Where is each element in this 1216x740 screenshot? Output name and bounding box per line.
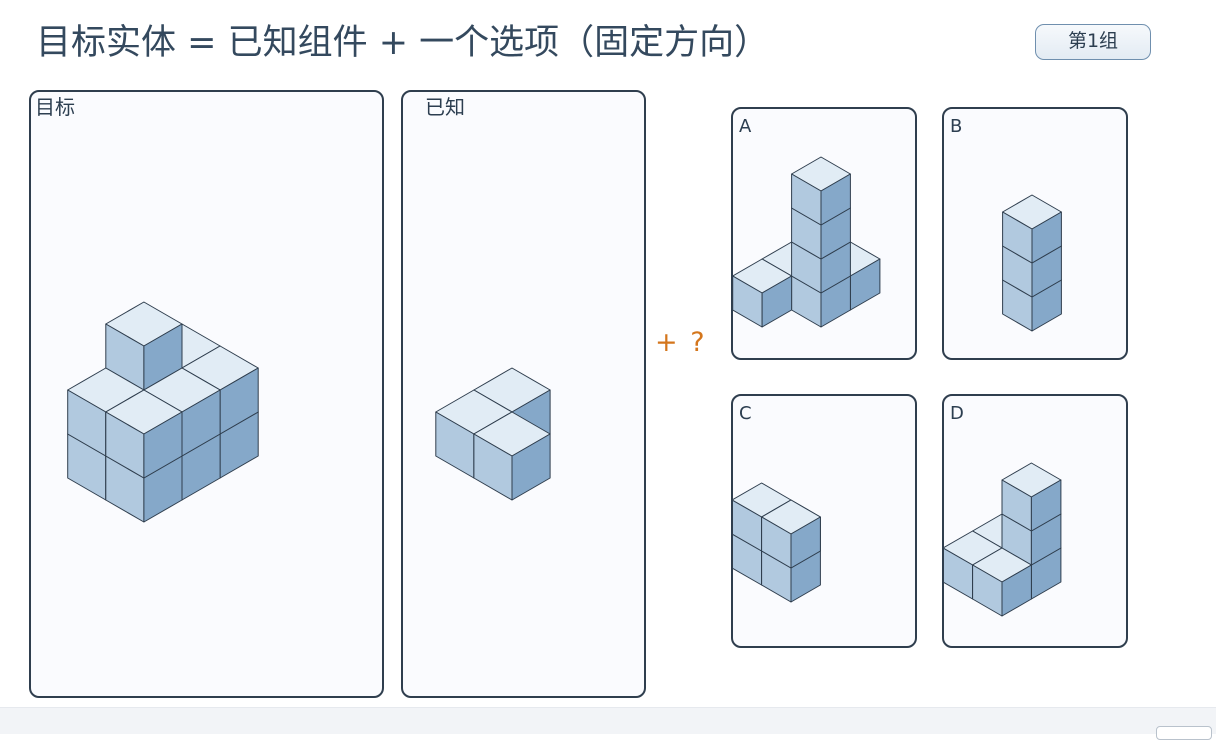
option-c-solid: [733, 482, 821, 603]
option-a-panel[interactable]: A: [731, 107, 917, 360]
plus-question-operator: + ?: [655, 327, 707, 358]
target-solid: [67, 301, 259, 523]
known-panel: 已知: [401, 90, 646, 698]
option-d-cube: [1001, 462, 1062, 532]
option-c-label: C: [739, 402, 756, 426]
target-panel: 目标: [29, 90, 384, 698]
option-d-cube-face-right: [1030, 479, 1062, 532]
option-a-cube: [733, 258, 793, 328]
known-cube: [473, 411, 551, 501]
bottom-toolbar: [0, 707, 1216, 734]
option-c-cube-face-right: [790, 516, 821, 569]
target-label: 目标: [33, 95, 81, 119]
option-d-label: D: [950, 402, 968, 426]
option-d-cube-face-right: [1001, 564, 1032, 617]
option-a-cube-face-right: [820, 173, 851, 226]
option-a-solid: [733, 156, 881, 328]
option-a-cube: [791, 156, 851, 226]
option-a-label: A: [739, 115, 756, 139]
option-d-cube: [972, 547, 1032, 617]
target-cube: [105, 389, 183, 479]
option-b-solid: [1002, 194, 1062, 332]
group-badge[interactable]: 第1组: [1035, 24, 1151, 60]
corner-button[interactable]: [1156, 726, 1212, 740]
known-cube-face-right: [511, 433, 551, 501]
option-c-panel[interactable]: C: [731, 394, 917, 648]
option-d-panel[interactable]: D: [942, 394, 1128, 648]
known-component: [435, 367, 551, 501]
option-a-cube-face-right: [761, 275, 793, 328]
option-c-cube: [761, 499, 821, 569]
option-b-cube-face-right: [1031, 211, 1062, 264]
option-d-solid: [944, 462, 1062, 617]
option-b-label: B: [950, 115, 967, 139]
known-label: 已知: [423, 95, 471, 119]
option-b-cube: [1002, 194, 1062, 264]
target-cube-face-right: [143, 411, 183, 479]
page-title: 目标实体 = 已知组件 + 一个选项（固定方向）: [36, 23, 770, 63]
option-b-panel[interactable]: B: [942, 107, 1128, 360]
